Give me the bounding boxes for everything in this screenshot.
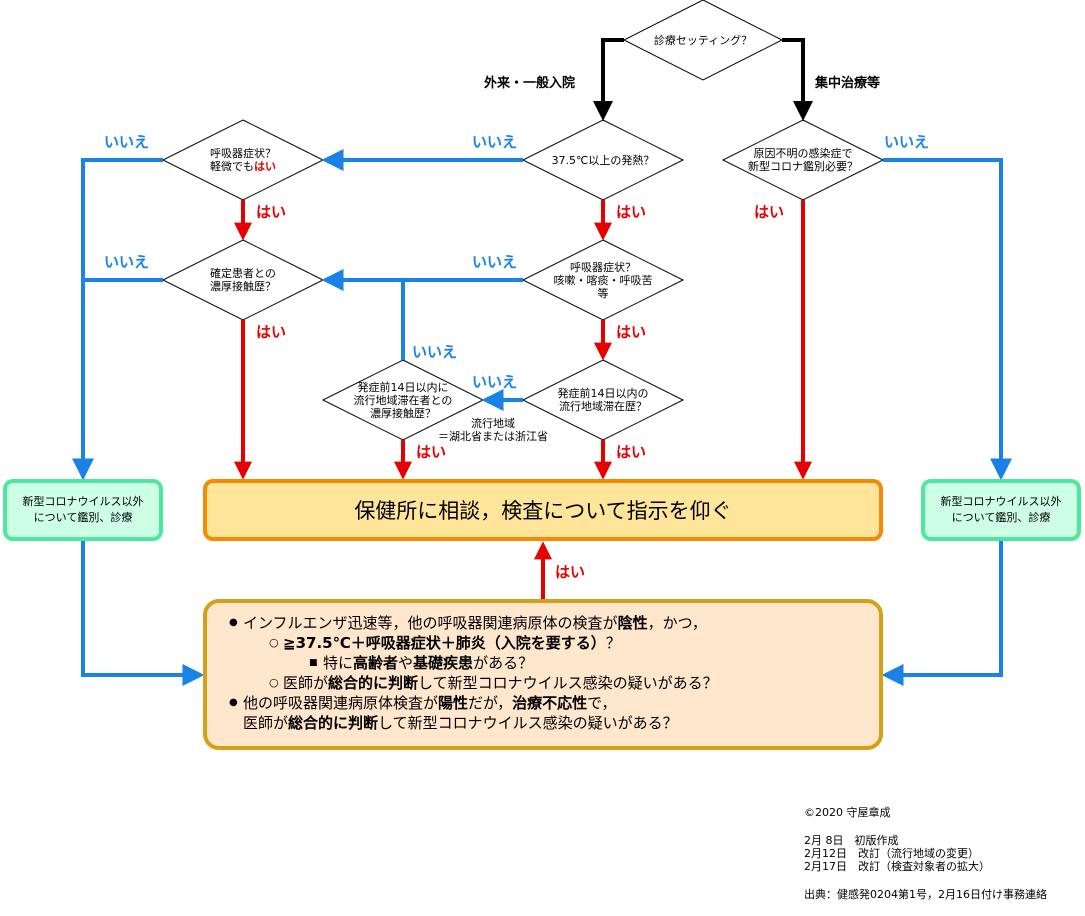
source-note: 出典：健感発0204第1号，2月16日付け事務連絡 [804,888,1047,901]
bullet-disc: ● [229,697,238,708]
no-arrow-right-to-conditions [881,541,1003,686]
no-label: いいえ [412,343,458,361]
yes-label: はい [416,443,447,461]
other-diagnosis-box-left: 新型コロナウイルス以外について鑑別、診療 [3,479,163,541]
bullet-square: ■ [309,658,318,668]
resp-symptoms-question: 呼吸器症状？咳嗽・喀痰・呼吸苦等 [553,260,653,300]
no-label: いいえ [884,133,930,151]
bullet-circle: ○ [269,676,279,689]
yes-label: はい [616,323,647,341]
travel-history-question: 発症前14日以内の流行地域滞在歴？ [557,387,649,413]
condition-line: ● インフルエンザ迅速等，他の呼吸器関連病原体の検査が陰性，かつ， [229,614,707,632]
contact-traveler-question: 発症前14日以内に流行地域滞在者との濃厚接触歴？ [353,380,453,420]
condition-line: ● 他の呼吸器関連病原体検査が陽性だが，治療不応性で， [229,694,617,712]
condition-line: ○ ≧37.5℃＋呼吸器症状＋肺炎（入院を要する）？ [269,634,621,652]
test-conditions-box: ● インフルエンザ迅速等，他の呼吸器関連病原体の検査が陰性，かつ， ○ ≧37.… [203,599,883,750]
copyright: ©2020 守屋章成 [804,806,891,819]
close-contact-question: 確定患者との濃厚接触歴？ [210,267,276,293]
yes-label: はい [256,323,287,341]
no-label: いいえ [472,373,518,391]
condition-line: ■ 特に高齢者や基礎疾患がある？ [309,654,534,672]
health-center-box: 保健所に相談，検査について指示を仰ぐ [203,479,883,541]
no-label: いいえ [104,133,150,151]
bullet-circle: ○ [269,636,279,649]
other-diagnosis-box-right: 新型コロナウイルス以外について鑑別、診療 [921,479,1081,541]
yes-label: はい [754,203,785,221]
yes-label: はい [256,203,287,221]
fever-question: 37.5℃以上の発熱？ [551,153,655,167]
yes-label: はい [616,203,647,221]
yes-label: はい [616,443,647,461]
no-label: いいえ [104,253,150,271]
revision-history: 2月 8日 初版作成 2月12日 改訂（流行地域の変更） 2月17日 改訂（検査… [804,834,990,873]
route-label-icu: 集中治療等 [815,76,881,91]
endemic-area-note: 流行地域＝湖北省または浙江省 [438,417,548,443]
bullet-disc: ● [229,617,238,628]
yes-label: はい [555,563,586,581]
no-arrow-left-to-conditions [81,541,205,686]
condition-line: 医師が総合的に判断して新型コロナウイルス感染の疑いがある？ [243,714,678,732]
no-label: いいえ [472,133,518,151]
unknown-infection-question: 原因不明の感染症で新型コロナ鑑別必要？ [748,147,858,173]
arrow-to-outpatient [593,38,624,121]
setting-question: 診療セッティング？ [653,33,753,47]
decision-setting [622,0,784,81]
condition-line: ○ 医師が総合的に判断して新型コロナウイルス感染の疑いがある？ [269,674,718,692]
no-arrow-resp-mild [72,158,163,481]
arrow-to-icu [782,38,813,121]
no-arrow-unknown-infection [883,158,1012,481]
no-arrows [72,149,1012,686]
resp-mild-question: 呼吸器症状？ 軽微でもはい [210,147,276,173]
route-label-outpatient: 外来・一般入院 [484,76,576,91]
no-label: いいえ [472,253,518,271]
yes-arrows [234,200,812,599]
